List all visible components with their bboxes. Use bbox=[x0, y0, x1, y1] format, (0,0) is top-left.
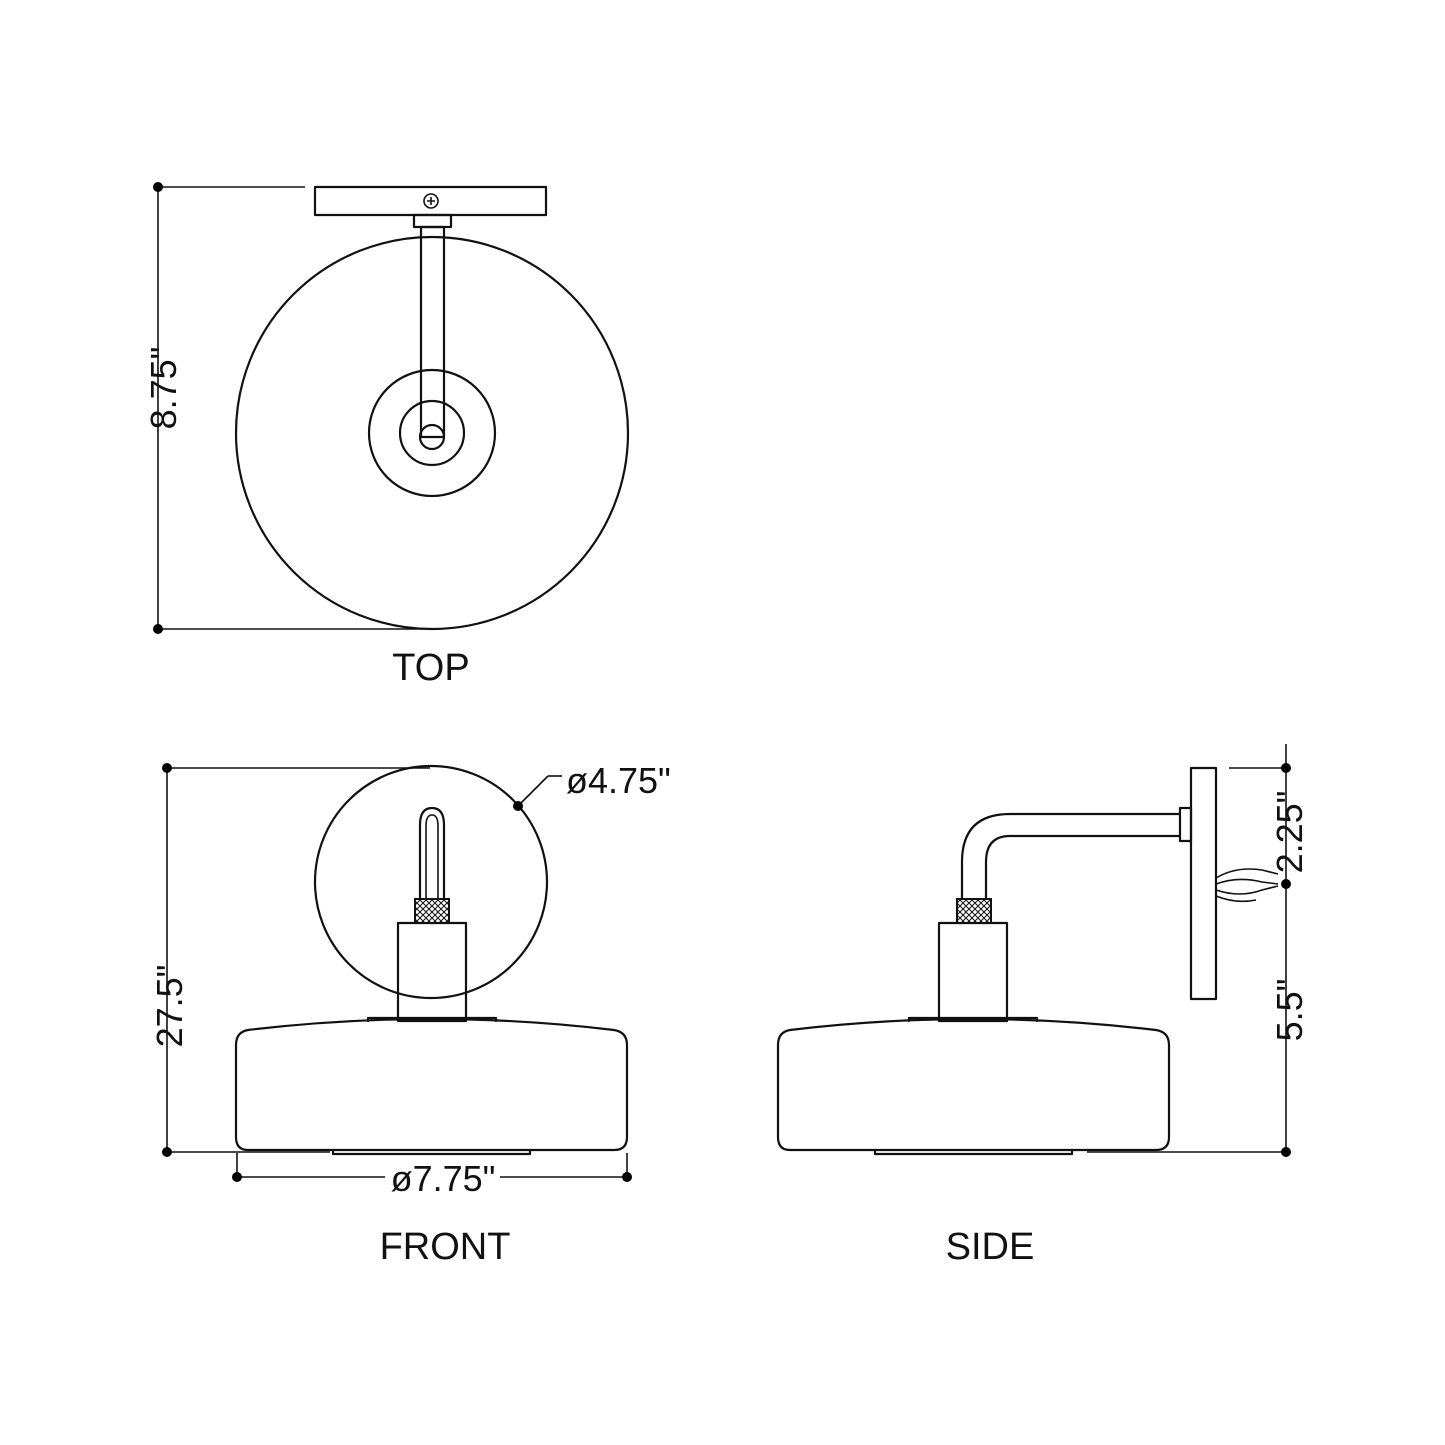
front-shade-diameter: ø4.75" bbox=[566, 760, 671, 801]
front-shade-leader bbox=[513, 775, 562, 811]
top-height-dimension bbox=[153, 182, 430, 634]
side-socket-body bbox=[937, 921, 1009, 1023]
side-arm-inner bbox=[984, 834, 1182, 900]
top-cap-ring bbox=[367, 368, 497, 498]
front-height-dimension bbox=[162, 763, 430, 1157]
front-view: ø4.75" 27.5" ø7.75" FRONT bbox=[149, 760, 671, 1268]
front-socket-body bbox=[396, 921, 468, 1023]
front-knurled-nut bbox=[414, 898, 450, 924]
top-shade-outline bbox=[234, 235, 630, 631]
side-lower-dimension: 5.5" bbox=[1269, 979, 1310, 1042]
top-view: 8.75" TOP bbox=[143, 182, 630, 689]
front-view-title: FRONT bbox=[380, 1226, 511, 1268]
side-base-drum bbox=[776, 1017, 1171, 1152]
front-base-dimension bbox=[232, 1153, 632, 1182]
side-knurled-nut bbox=[956, 898, 992, 924]
side-arm-collar bbox=[1178, 806, 1193, 843]
front-base-diameter: ø7.75" bbox=[391, 1158, 496, 1199]
side-view-title: SIDE bbox=[946, 1226, 1035, 1268]
wire-leads-icon bbox=[1215, 868, 1279, 903]
side-base-foot bbox=[873, 1148, 1074, 1156]
top-arm bbox=[419, 225, 446, 439]
side-view: 2.25" 5.5" SIDE bbox=[776, 744, 1310, 1268]
screw-icon bbox=[423, 193, 439, 209]
front-shade-disc bbox=[313, 764, 549, 1000]
top-arm-collar bbox=[412, 213, 453, 229]
side-backplate bbox=[1189, 766, 1218, 1001]
front-height-label: 27.5" bbox=[149, 965, 190, 1048]
front-arm-inner bbox=[425, 814, 439, 898]
side-arm-outer bbox=[960, 812, 1182, 900]
front-base-drum bbox=[234, 1017, 629, 1152]
front-arm-hook bbox=[418, 806, 446, 900]
top-socket-ring bbox=[398, 399, 466, 467]
side-upper-dimension: 2.25" bbox=[1269, 791, 1310, 874]
side-height-dimensions bbox=[1087, 744, 1291, 1157]
top-height-label: 8.75" bbox=[143, 347, 184, 430]
top-view-title: TOP bbox=[392, 647, 469, 689]
front-base-foot bbox=[331, 1148, 532, 1156]
